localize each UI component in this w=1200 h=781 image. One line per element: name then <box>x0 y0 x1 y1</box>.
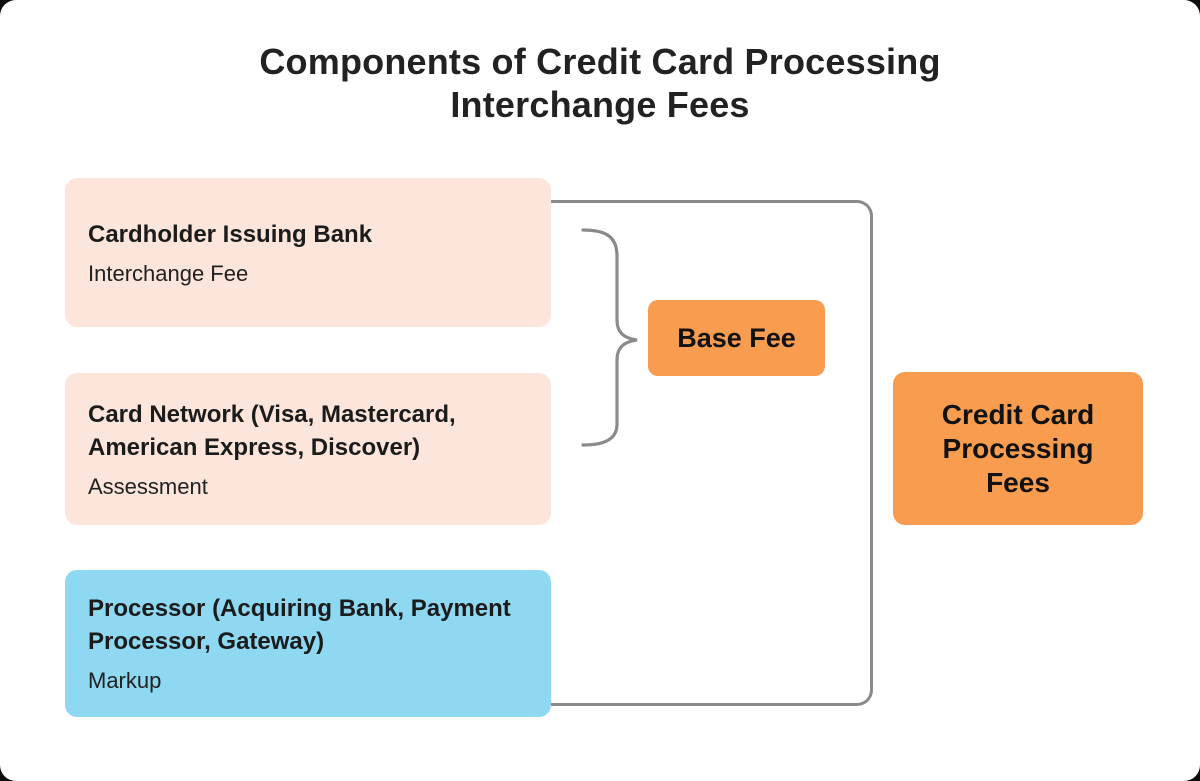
issuing-bank-subtitle: Interchange Fee <box>88 260 249 286</box>
page-title: Components of Credit Card Processing Int… <box>0 40 1200 126</box>
base-fee-label: Base Fee <box>677 322 796 353</box>
credit-card-processing-fees-label: Credit Card Processing Fees <box>941 398 1095 498</box>
issuing-bank-title: Cardholder Issuing Bank <box>88 220 373 248</box>
issuing-bank-box: Cardholder Issuing Bank Interchange Fee <box>65 178 551 327</box>
card-network-box: Card Network (Visa, Mastercard, American… <box>65 373 551 525</box>
card-network-subtitle: Assessment <box>88 473 208 499</box>
processor-subtitle: Markup <box>88 668 162 693</box>
credit-card-processing-fees-box: Credit Card Processing Fees <box>893 372 1143 525</box>
card-network-title: Card Network (Visa, Mastercard, American… <box>88 400 456 461</box>
processor-title: Processor (Acquiring Bank, Payment Proce… <box>88 595 511 655</box>
base-fee-box: Base Fee <box>648 300 825 376</box>
processor-box: Processor (Acquiring Bank, Payment Proce… <box>65 570 551 717</box>
page-title-line1: Components of Credit Card Processing <box>259 41 941 82</box>
grouping-bracket-connector <box>551 200 873 706</box>
page-title-line2: Interchange Fees <box>450 84 750 125</box>
curly-brace-icon <box>581 228 638 447</box>
